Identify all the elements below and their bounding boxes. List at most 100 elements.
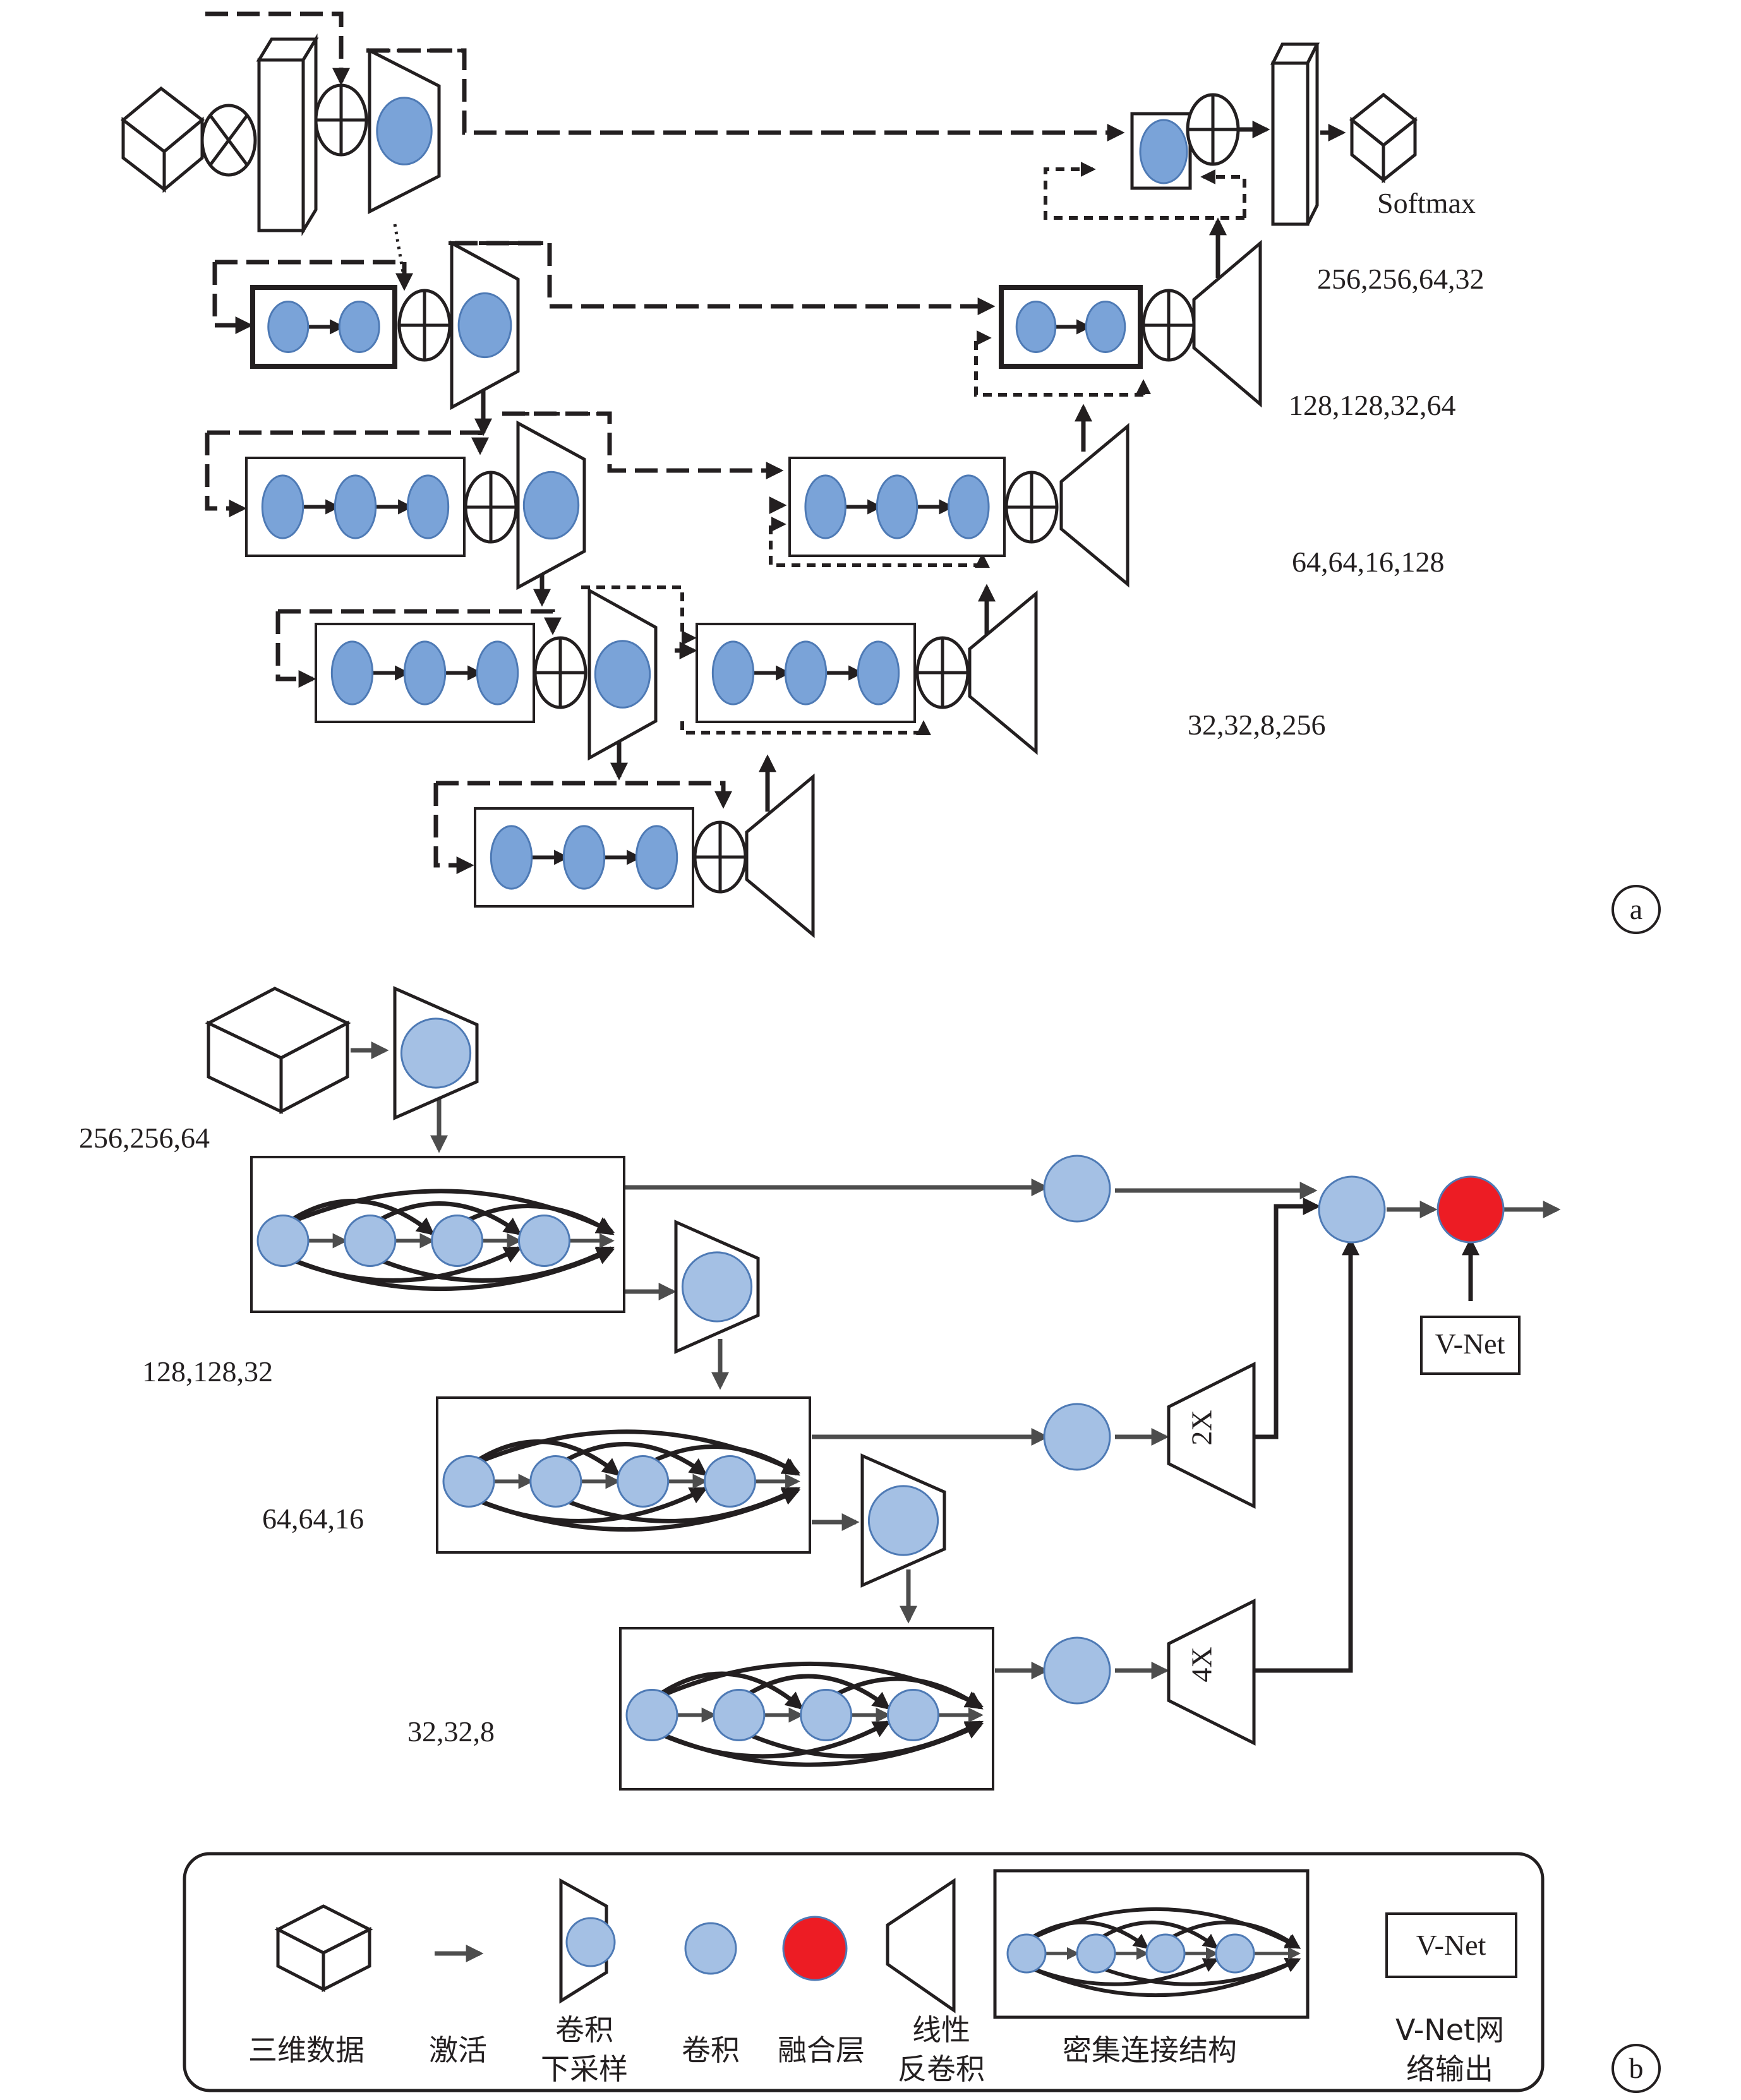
legend-label: 三维数据 bbox=[248, 2033, 364, 2067]
conv-node bbox=[403, 640, 447, 705]
conv-node bbox=[330, 640, 374, 705]
conv-node bbox=[867, 1485, 939, 1556]
dense-connection-arc bbox=[467, 1429, 801, 1474]
input-cube-icon bbox=[205, 987, 351, 1115]
conv-node bbox=[400, 1017, 472, 1089]
conv-node bbox=[476, 640, 519, 705]
upsample-factor-label: 4X bbox=[1186, 1647, 1218, 1682]
legend-label: 线性 bbox=[912, 2013, 970, 2047]
conv-node bbox=[1085, 301, 1126, 353]
conv-node bbox=[1145, 1933, 1186, 1974]
level-dim-label: 32,32,8,256 bbox=[1188, 709, 1326, 741]
legend-label: 反卷积 bbox=[898, 2052, 985, 2086]
upsample-factor-label: 2X bbox=[1186, 1410, 1218, 1445]
legend-label: 下采样 bbox=[541, 2052, 628, 2086]
conv-node bbox=[1215, 1933, 1255, 1974]
legend-label: 密集连接结构 bbox=[1063, 2033, 1237, 2067]
linear-deconv-icon bbox=[1192, 239, 1262, 408]
dense-connection-arc bbox=[1025, 1958, 1301, 1998]
conv-node bbox=[711, 640, 755, 705]
legend-label: V-Net网 bbox=[1395, 2013, 1504, 2047]
legend-dense-block-icon bbox=[993, 1869, 1310, 2019]
conv-node bbox=[704, 1455, 757, 1508]
legend-label: 卷积 bbox=[555, 2013, 613, 2047]
merge-conv-node bbox=[1318, 1175, 1386, 1244]
conv-node bbox=[267, 301, 310, 353]
level-dim-label: 256,256,64 bbox=[79, 1122, 210, 1154]
dense-connection-arc bbox=[282, 1247, 615, 1291]
conv-node bbox=[406, 474, 450, 539]
conv-node bbox=[442, 1455, 495, 1508]
conv-node bbox=[338, 301, 380, 353]
dense-connection-arc bbox=[1095, 1920, 1219, 1949]
dense-connection-arc bbox=[282, 1189, 615, 1233]
legend-conv-circle-icon bbox=[684, 1922, 737, 1975]
conv-node bbox=[800, 1689, 853, 1741]
conv-node bbox=[490, 825, 533, 890]
dense-connection-arc bbox=[651, 1662, 984, 1708]
panel-b-tag-text: b bbox=[1629, 2052, 1644, 2084]
conv-node bbox=[784, 640, 828, 705]
input-cube-icon bbox=[121, 86, 205, 193]
conv-node bbox=[1043, 1636, 1111, 1705]
upsample-deconv-icon bbox=[1167, 1361, 1256, 1509]
conv-node bbox=[876, 474, 919, 539]
conv-node bbox=[1139, 119, 1188, 184]
conv-node bbox=[1043, 1155, 1111, 1223]
conv-node bbox=[948, 474, 990, 539]
vnet-output-label: V-Net bbox=[1435, 1328, 1505, 1360]
dense-connection-arc bbox=[651, 1722, 984, 1767]
level-dim-label: 64,64,16,128 bbox=[1292, 546, 1445, 578]
output-conv-slab bbox=[1270, 42, 1320, 226]
softmax-label: Softmax bbox=[1377, 187, 1476, 219]
conv-node bbox=[256, 1215, 310, 1267]
legend-linear-deconv-icon bbox=[886, 1878, 956, 2013]
conv-node bbox=[1006, 1933, 1047, 1974]
input-conv-slab bbox=[256, 33, 319, 236]
legend-vnet-box-text: V-Net bbox=[1416, 1929, 1486, 1961]
conv-node bbox=[334, 474, 377, 539]
conv-node bbox=[376, 97, 433, 165]
dense-connection-arc bbox=[554, 1442, 708, 1476]
conv-node bbox=[344, 1215, 397, 1267]
level-dim-label: 128,128,32 bbox=[142, 1355, 273, 1388]
panel-a-tag-text: a bbox=[1630, 893, 1642, 925]
legend-cube-icon bbox=[274, 1904, 373, 1993]
panel-b-structure: V-Net bbox=[205, 987, 1561, 1679]
linear-deconv-icon bbox=[968, 590, 1038, 755]
level-dim-label: 128,128,32,64 bbox=[1289, 389, 1456, 421]
conv-node bbox=[713, 1689, 766, 1741]
panel-b-levels: 2X 4X bbox=[250, 986, 1505, 1791]
conv-node bbox=[635, 825, 678, 890]
dense-connection-arc bbox=[1025, 1907, 1301, 1949]
conv-node bbox=[1076, 1933, 1116, 1974]
legend: V-Net 三维数据激活卷积下采样卷积融合层线性反卷积密集连接结构V-Net网络… bbox=[183, 1852, 1545, 2092]
conv-node bbox=[1043, 1403, 1111, 1471]
conv-node bbox=[681, 1251, 753, 1323]
legend-labels: 三维数据激活卷积下采样卷积融合层线性反卷积密集连接结构V-Net网络输出 bbox=[248, 2013, 1504, 2086]
panel-a: Softmax 256,256,64,32 128,128,32,64 64,6… bbox=[121, 11, 1661, 939]
legend-label: 激活 bbox=[429, 2033, 487, 2067]
legend-vnet-box-icon: V-Net bbox=[1385, 1912, 1517, 1978]
conv-node bbox=[625, 1689, 678, 1741]
multiply-operator-icon bbox=[200, 104, 257, 177]
conv-node bbox=[431, 1215, 484, 1267]
conv-node bbox=[529, 1455, 582, 1508]
conv-node bbox=[562, 825, 606, 890]
conv-node bbox=[518, 1215, 571, 1267]
panel-b: V-Net 2X 4X 256,256,64 128,128,32 64,64,1… bbox=[79, 986, 1661, 2093]
upsample-deconv-icon bbox=[1167, 1598, 1256, 1746]
dense-connection-arc bbox=[467, 1488, 801, 1532]
legend-label: 卷积 bbox=[682, 2033, 740, 2067]
conv-node bbox=[522, 471, 580, 540]
fusion-node bbox=[1437, 1175, 1505, 1244]
level-dim-label: 64,64,16 bbox=[262, 1503, 364, 1535]
level-dim-label: 256,256,64,32 bbox=[1317, 263, 1485, 295]
conv-node bbox=[887, 1689, 940, 1741]
legend-fusion-circle-icon bbox=[782, 1916, 848, 1981]
level-dim-label: 32,32,8 bbox=[407, 1715, 495, 1748]
panel-b-tag: b bbox=[1611, 2044, 1661, 2093]
output-cube-icon bbox=[1349, 92, 1418, 184]
conv-node bbox=[804, 474, 846, 539]
